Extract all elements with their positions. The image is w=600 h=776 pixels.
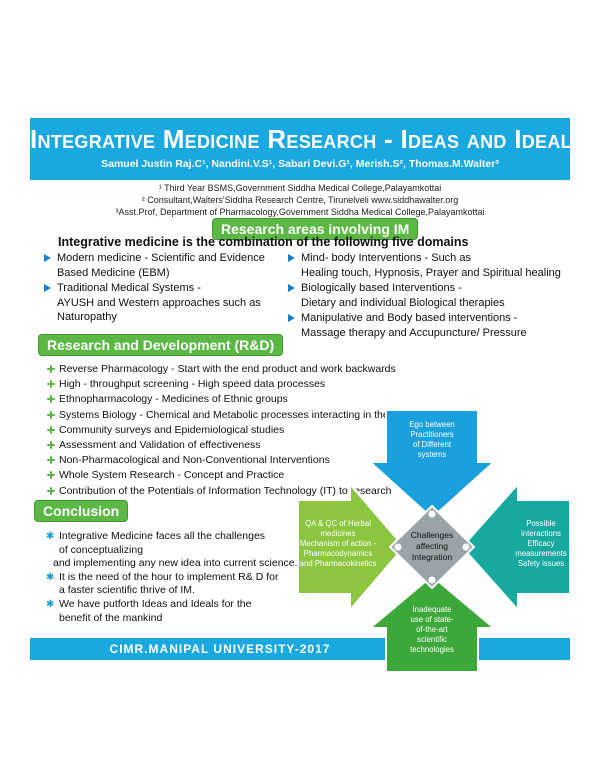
list-item: Contribution of the Potentials of Inform… xyxy=(46,484,414,499)
arrow-bullet-icon xyxy=(288,254,295,262)
clover-bullet-icon xyxy=(47,425,55,434)
diagram-label: of Different xyxy=(413,440,452,449)
arrow-bullet-icon xyxy=(44,254,51,262)
diagram-right-arm xyxy=(460,481,571,613)
clover-bullet-icon xyxy=(47,380,55,389)
connector-dot xyxy=(394,543,402,551)
list-item: Reverse Pharmacology - Start with the en… xyxy=(46,362,414,377)
rd-heading: Research and Development (R&D) xyxy=(38,334,284,356)
diagram-center-text: Challenges affecting Integration xyxy=(411,530,454,562)
list-item: Whole System Research - Concept and Prac… xyxy=(46,468,414,483)
diagram-bottom-arm xyxy=(367,574,497,673)
diagram-label: affecting xyxy=(416,541,448,551)
diagram-label: Challenges xyxy=(411,530,454,540)
list-item: Ethnopharmacology - Medicines of Ethnic … xyxy=(46,392,414,407)
author-list: Samuel Justin Raj.C¹, Nandini.V.S¹, Saba… xyxy=(101,158,499,170)
diagram-label: QA & QC of Herbal xyxy=(305,519,371,528)
clover-bullet-icon xyxy=(47,365,55,373)
clover-bullet-icon xyxy=(47,410,55,419)
list-item: ✱ We have putforth Ideas and Ideals for … xyxy=(46,597,252,624)
arrow-bullet-icon xyxy=(288,314,295,322)
diagram-label: and Pharmacokinetics xyxy=(300,559,377,568)
list-item: Systems Biology - Chemical and Metabolic… xyxy=(46,408,414,423)
domain-item: Biologically based Interventions - Dieta… xyxy=(288,281,570,310)
list-item: ✱ It is the need of the hour to implemen… xyxy=(46,570,279,597)
affiliation-2: ² Consultant,Walters'Siddha Research Cen… xyxy=(141,195,459,205)
gear-bullet-icon: ✱ xyxy=(46,598,55,610)
diagram-label: use of state- xyxy=(411,615,454,624)
gear-bullet-icon: ✱ xyxy=(46,571,55,583)
diagram-label: Safety issues xyxy=(518,559,564,568)
diagram-label: Integration xyxy=(412,552,452,562)
arrow-bullet-icon xyxy=(288,284,295,292)
arrow-bullet-icon xyxy=(44,284,51,292)
diagram-label: Efficacy xyxy=(527,539,554,548)
affiliation-3: ³Asst.Prof, Department of Pharmacology,G… xyxy=(115,207,485,217)
domain-item: Mind- body Interventions - Such as Heali… xyxy=(288,251,570,280)
diagram-right-text: Possible interactions Efficacy measureme… xyxy=(515,519,567,568)
diagram-label: interactions xyxy=(521,529,561,538)
affiliation-1: ¹ Third Year BSMS,Government Siddha Medi… xyxy=(158,183,442,193)
diagram-left-text: QA & QC of Herbal medicines Mechanism of… xyxy=(300,519,377,568)
diagram-top-text: Ego between Practitioners of Different s… xyxy=(409,420,455,459)
domain-item: Traditional Medical Systems - AYUSH and … xyxy=(44,281,289,325)
clover-bullet-icon xyxy=(47,471,55,480)
diagram-label: Possible xyxy=(526,519,555,528)
list-item: Community surveys and Epidemiological st… xyxy=(46,423,414,438)
diagram-top-arm xyxy=(367,409,497,520)
clover-bullet-icon xyxy=(47,456,55,465)
diagram-label: technologies xyxy=(410,645,454,654)
clover-bullet-icon xyxy=(47,441,55,450)
connector-dot xyxy=(428,576,436,584)
list-item: ✱ Integrative Medicine faces all the cha… xyxy=(46,530,301,570)
diagram-label: scientific xyxy=(417,635,447,644)
diagram-center xyxy=(388,504,476,590)
domains-left-column: Modern medicine - Scientific and Evidenc… xyxy=(44,251,289,326)
list-item: Assessment and Validation of effectivene… xyxy=(46,438,414,453)
rd-list: Reverse Pharmacology - Start with the en… xyxy=(46,362,414,499)
challenges-diagram: Ego between Practitioners of Different s… xyxy=(297,409,571,673)
title-banner: Integrative Medicine Research - Ideas an… xyxy=(30,118,585,180)
diagram-label: Ego between xyxy=(409,420,455,429)
diagram-label: Pharmacodynamics xyxy=(304,549,373,558)
diagram-left-arm xyxy=(297,481,406,613)
diagram-label: medicines xyxy=(320,529,355,538)
domain-item: Modern medicine - Scientific and Evidenc… xyxy=(44,251,289,280)
diagram-bottom-text: Inadequate use of state- of-the-art scie… xyxy=(410,605,454,654)
domain-item: Manipulative and Body based intervention… xyxy=(288,311,570,340)
domains-subheading: Integrative medicine is the combination … xyxy=(58,235,469,249)
clover-bullet-icon xyxy=(47,395,55,404)
diagram-label: systems xyxy=(418,450,447,459)
list-item: High - throughput screening - High speed… xyxy=(46,377,414,392)
poster-title: Integrative Medicine Research - Ideas an… xyxy=(30,124,585,154)
connector-dot xyxy=(462,543,470,551)
clover-bullet-icon xyxy=(47,486,55,495)
diagram-label: Inadequate xyxy=(412,605,451,614)
diagram-label: measurements xyxy=(515,549,567,558)
footer-text: CIMR.MANIPAL UNIVERSITY-2017 xyxy=(109,642,331,656)
diagram-label: of-the-art xyxy=(416,625,448,634)
conclusion-list: ✱ Integrative Medicine faces all the cha… xyxy=(46,530,326,625)
domains-right-column: Mind- body Interventions - Such as Heali… xyxy=(288,251,570,341)
gear-bullet-icon: ✱ xyxy=(46,531,55,542)
list-item: Non-Pharmacological and Non-Conventional… xyxy=(46,453,414,468)
connector-dot xyxy=(428,510,436,518)
research-areas-heading: Research areas involving IM xyxy=(212,218,419,240)
diagram-label: Mechanism of action - xyxy=(300,539,377,548)
diagram-label: Practitioners xyxy=(410,430,453,439)
conclusion-heading: Conclusion xyxy=(34,500,129,522)
poster: Integrative Medicine Research - Ideas an… xyxy=(30,118,585,673)
